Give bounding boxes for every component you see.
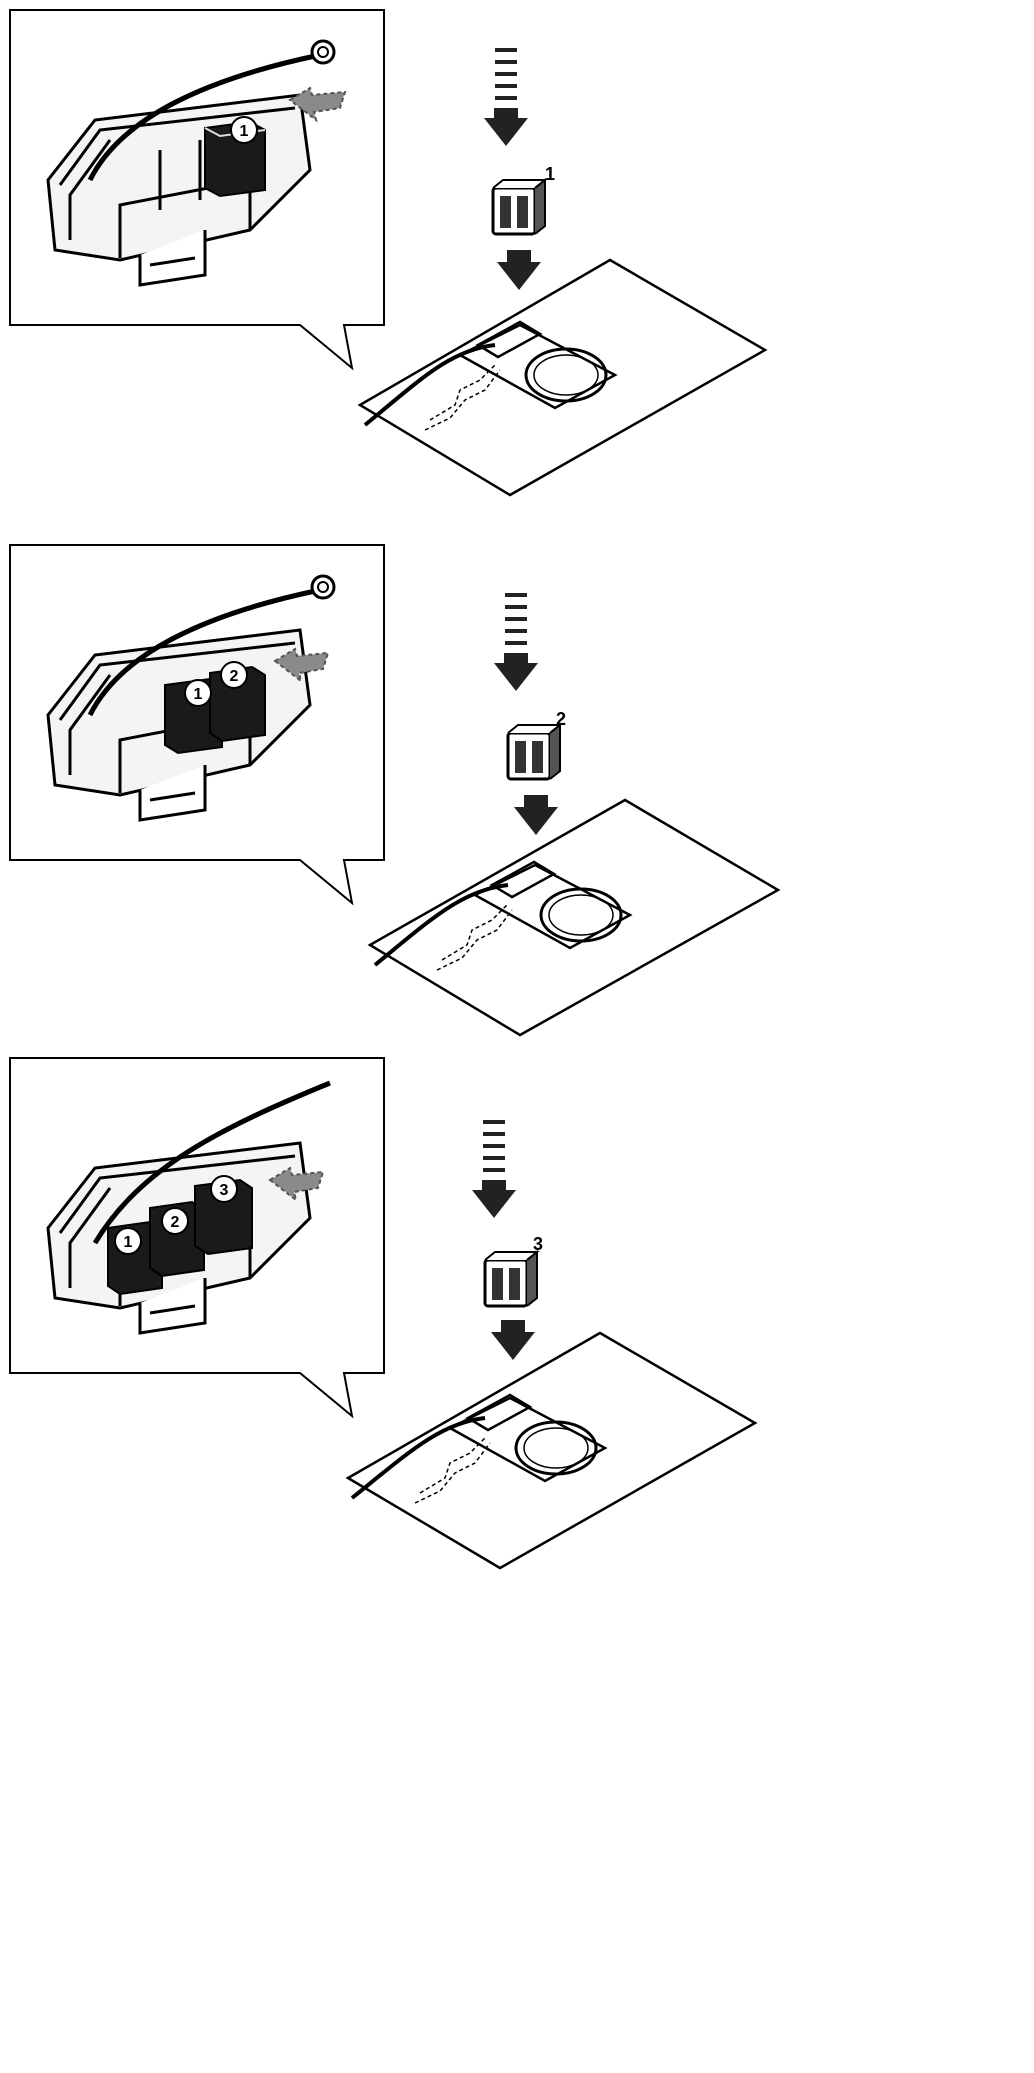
arrow-down-icon <box>494 593 538 691</box>
svg-text:3: 3 <box>220 1182 229 1199</box>
cable-connector-icon <box>310 574 336 600</box>
arrow-left-icon <box>273 647 330 684</box>
slot-marker: 3 <box>210 1175 238 1203</box>
battery-cell-icon <box>506 722 563 781</box>
svg-text:1: 1 <box>194 686 203 703</box>
step-2: 1 2 2 <box>0 535 1034 1135</box>
slot-marker: 2 <box>161 1207 189 1235</box>
svg-text:1: 1 <box>240 123 249 140</box>
step-3: 1 2 3 3 <box>0 1048 1034 1648</box>
arrow-down-icon <box>491 1320 535 1360</box>
slot-marker: 2 <box>220 661 248 689</box>
slot-marker: 1 <box>114 1227 142 1255</box>
battery-cell-icon <box>483 1249 540 1308</box>
step-number-label: 3 <box>533 1234 543 1254</box>
arrow-left-icon <box>268 1166 325 1203</box>
mounting-plate <box>367 798 781 1037</box>
installed-cells: 1 <box>204 116 266 198</box>
slot-marker: 1 <box>184 679 212 707</box>
installed-cells: 1 2 <box>164 661 266 755</box>
battery-cell-icon <box>209 665 266 743</box>
svg-text:2: 2 <box>230 668 239 685</box>
battery-cell-icon <box>491 177 548 236</box>
step-1-illustration: 1 1 <box>9 9 768 497</box>
battery-cell-icon <box>194 1178 253 1256</box>
step-2-illustration: 1 2 2 <box>9 544 781 1037</box>
arrow-down-icon <box>514 795 558 835</box>
svg-text:2: 2 <box>171 1214 180 1231</box>
slot-marker: 1 <box>230 116 258 144</box>
cable-connector-icon <box>310 39 336 65</box>
step-3-illustration: 1 2 3 3 <box>9 1057 758 1570</box>
step-number-label: 1 <box>545 164 555 184</box>
installed-cells: 1 2 3 <box>107 1175 253 1296</box>
arrow-down-icon <box>497 250 541 290</box>
step-1: 1 1 <box>0 0 1034 600</box>
svg-text:1: 1 <box>124 1234 133 1251</box>
arrow-left-icon <box>288 86 347 123</box>
step-number-label: 2 <box>556 709 566 729</box>
arrow-down-icon <box>472 1120 516 1218</box>
mounting-plate <box>345 1331 758 1570</box>
arrow-down-icon <box>484 48 528 146</box>
mounting-plate <box>357 258 768 497</box>
